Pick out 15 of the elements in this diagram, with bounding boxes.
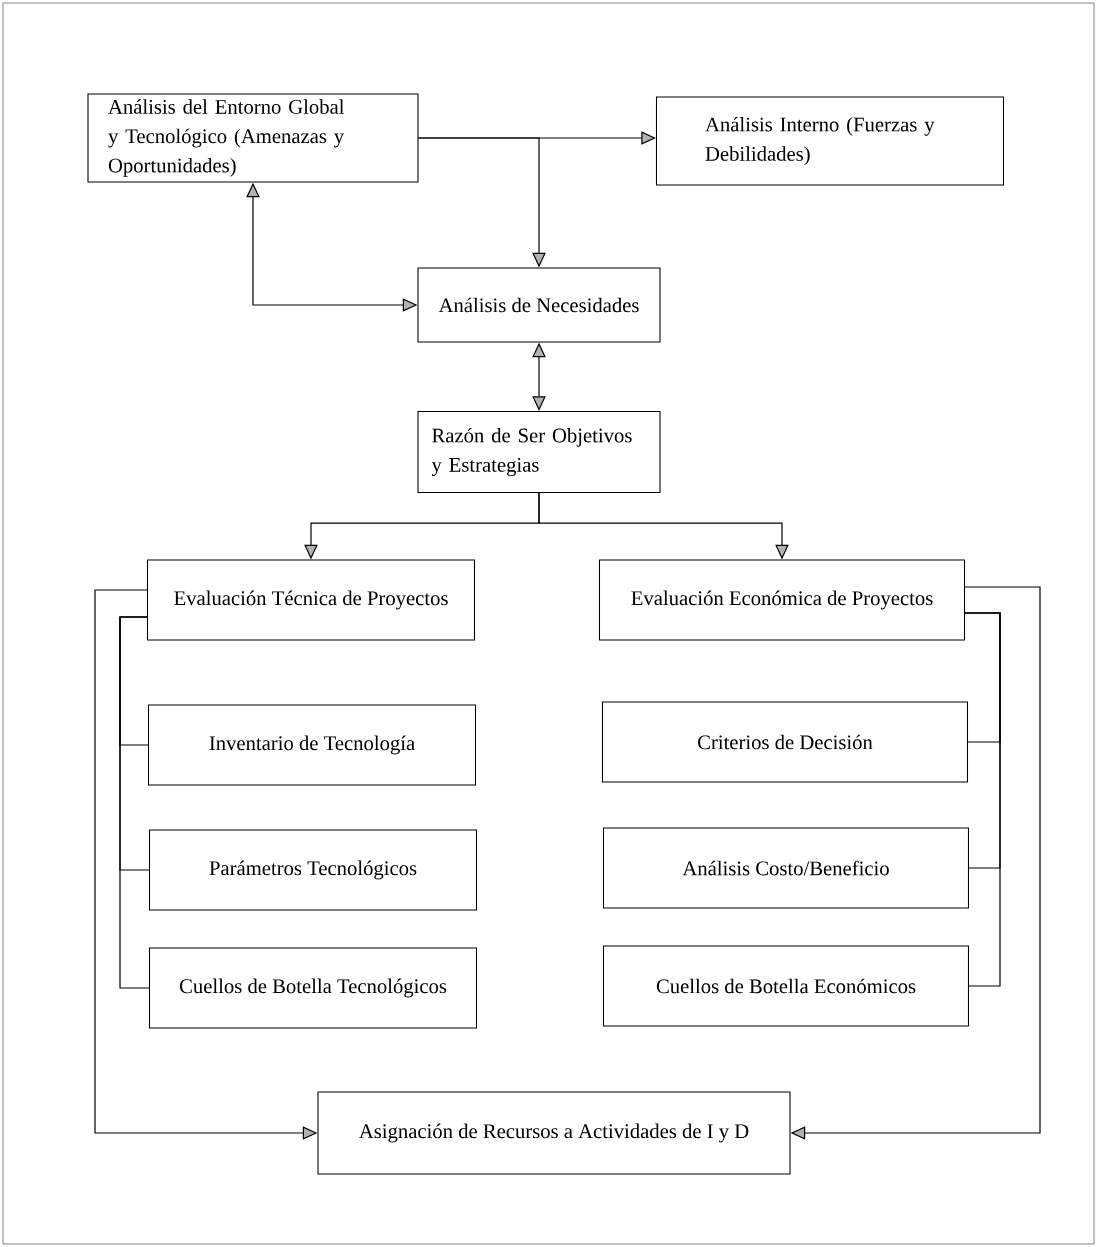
process-box: Análisis Interno (Fuerzas y Debilidades) xyxy=(655,96,1005,186)
process-box: Cuellos de Botella Tecnológicos xyxy=(148,947,478,1029)
process-box: Cuellos de Botella Económicos xyxy=(602,945,970,1027)
connector-line xyxy=(119,616,150,989)
process-box: Inventario de Tecnología xyxy=(147,704,477,786)
process-box: Evaluación Técnica de Proyectos xyxy=(146,559,476,641)
process-box: Análisis del Entorno Global y Tecnológico (Amenazas y Oportunidades) xyxy=(87,93,419,183)
process-box: Criterios de Decisión xyxy=(601,701,969,783)
process-box: Análisis Costo/Beneficio xyxy=(602,827,970,909)
process-box: Análisis de Necesidades xyxy=(417,267,661,343)
process-box: Razón de Ser Objetivos y Estrategias xyxy=(417,410,661,494)
process-box: Evaluación Económica de Proyectos xyxy=(598,559,966,641)
connector-line xyxy=(964,612,1001,987)
process-box: Asignación de Recursos a Actividades de I y D xyxy=(317,1091,791,1175)
process-box: Parámetros Tecnológicos xyxy=(148,829,478,911)
